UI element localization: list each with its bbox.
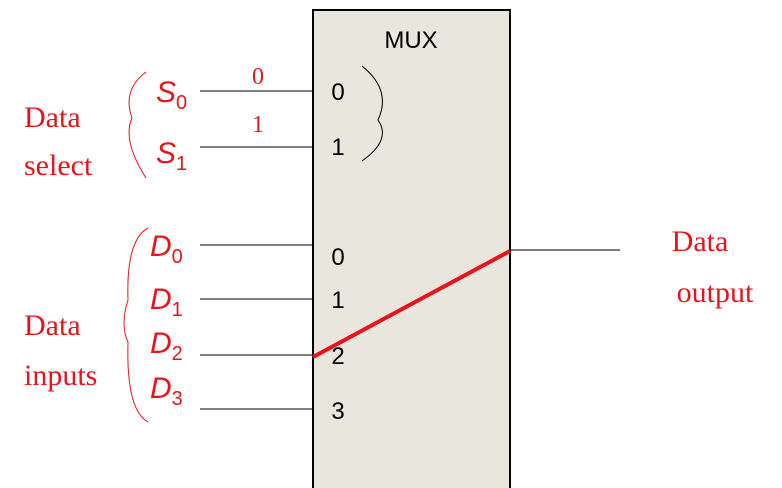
select-value-s1: 1 [252,112,264,138]
mux-title: MUX [384,27,437,54]
input-pin-0-label: 0 [331,244,344,271]
select-pin-0-label: 0 [331,79,344,106]
input-pin-2-label: 2 [331,343,344,370]
signal-d1-sub: 1 [172,299,183,321]
input-pin-3-label: 3 [331,398,344,425]
signal-s1: S1 [156,137,187,175]
signal-d2: D2 [150,327,183,365]
inputs-group-label-line1: Data [24,309,81,342]
select-pin-1-label: 1 [331,134,344,161]
signal-s1-sub: 1 [176,153,187,175]
select-group-brace [128,71,147,179]
signal-d2-letter: D [150,327,172,360]
signal-d1-letter: D [150,283,172,316]
select-group-label-line2: select [24,149,93,182]
signal-d2-sub: 2 [172,343,183,365]
signal-d3: D3 [150,372,183,410]
signal-d0: D0 [150,230,183,268]
signal-s1-letter: S [156,137,176,170]
signal-d0-sub: 0 [172,246,183,268]
select-pins-brace [361,65,383,162]
input-pin-1-label: 1 [331,287,344,314]
signal-s0-letter: S [156,76,176,109]
signal-s0-sub: 0 [176,92,187,114]
signal-s0: S0 [156,76,187,114]
signal-d1: D1 [150,283,183,321]
select-group-label-line1: Data [24,101,81,134]
mux-box [312,9,511,488]
signal-d3-sub: 3 [172,388,183,410]
inputs-group-brace [123,227,149,423]
select-value-s0: 0 [252,64,264,90]
output-label-line2: output [677,276,754,309]
signal-d0-letter: D [150,230,172,263]
selected-path [312,249,511,359]
inputs-group-label-line2: inputs [24,359,97,392]
output-label-line1: Data [672,225,729,258]
signal-d3-letter: D [150,372,172,405]
